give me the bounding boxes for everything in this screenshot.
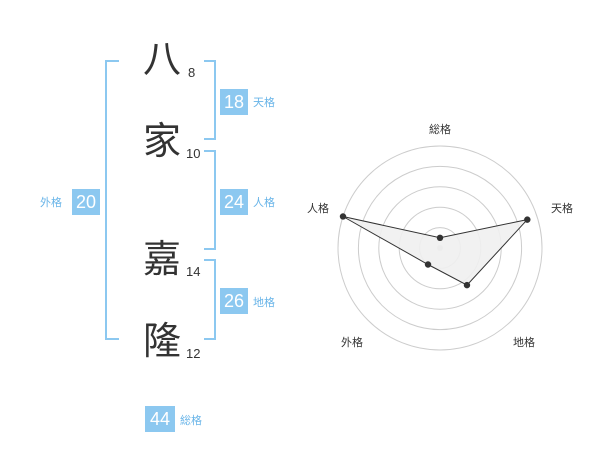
chikaku-label: 地格 (253, 296, 275, 309)
soukaku-score: 44 (145, 406, 175, 432)
stroke-count-3: 14 (186, 264, 201, 279)
radar-axis-label-gaikaku: 外格 (341, 335, 363, 349)
radar-point-tenkaku (524, 216, 531, 223)
gaikaku-bracket (105, 60, 119, 340)
radar-shape (342, 216, 529, 286)
gaikaku-score: 20 (72, 189, 100, 215)
stroke-count-4: 12 (186, 346, 201, 361)
radar-point-gaikaku (424, 261, 432, 268)
radar-axis-label-chikaku: 地格 (513, 335, 535, 349)
stroke-count-1: 8 (188, 65, 196, 80)
jinkaku-label: 人格 (253, 196, 275, 209)
soukaku-label: 総格 (180, 414, 202, 427)
radar-point-chikaku (463, 281, 471, 289)
radar-axis-label-soukaku: 総格 (429, 122, 451, 136)
radar-grid-ring-2 (357, 165, 523, 331)
jinkaku-bracket (204, 150, 216, 250)
tenkaku-bracket (204, 60, 216, 140)
stroke-count-2: 10 (186, 146, 201, 161)
gaikaku-label: 外格 (40, 196, 62, 209)
radar-grid-ring-1 (337, 145, 543, 351)
radar-point-soukaku (436, 234, 444, 241)
radar-axis-label-jinkaku: 人格 (307, 201, 329, 215)
tenkaku-score: 18 (220, 89, 248, 115)
jinkaku-score: 24 (220, 189, 248, 215)
name-char-1: 八 (142, 37, 181, 81)
name-char-3: 嘉 (142, 237, 181, 281)
name-char-4: 隆 (142, 319, 181, 363)
radar-points (339, 213, 531, 289)
name-char-2: 家 (142, 119, 181, 163)
radar-point-jinkaku (339, 213, 347, 220)
radar-axis-label-tenkaku: 天格 (551, 201, 573, 215)
tenkaku-label: 天格 (253, 96, 275, 109)
chikaku-score: 26 (220, 288, 248, 314)
chikaku-bracket (204, 259, 216, 340)
